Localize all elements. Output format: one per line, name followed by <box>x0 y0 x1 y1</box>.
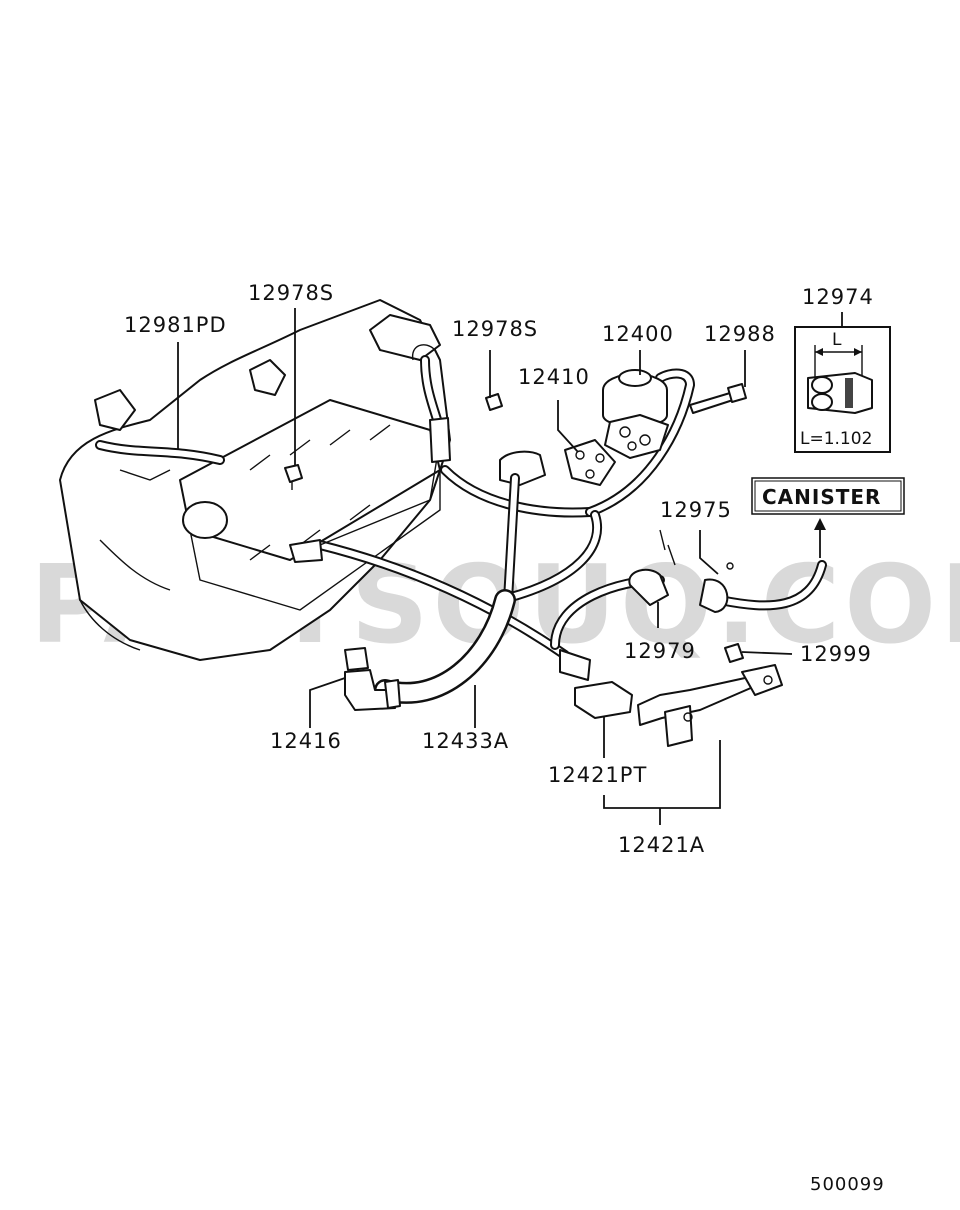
callout-12421PT: 12421PT <box>548 763 647 787</box>
callout-12433A: 12433A <box>422 729 509 753</box>
bolt-12988-part <box>689 383 747 414</box>
canister-arrow <box>814 518 826 558</box>
callout-12974: 12974 <box>802 285 874 309</box>
clip-12978S-b-part <box>485 393 503 411</box>
callout-12988: 12988 <box>704 322 776 346</box>
callout-12975: 12975 <box>660 498 732 522</box>
fitting-12416-part <box>344 647 401 711</box>
egr-valve-12400-part <box>602 369 669 459</box>
callout-12978S-left: 12978S <box>248 281 334 305</box>
callout-12981PD: 12981PD <box>124 313 227 337</box>
diagram-code: 500099 <box>810 1174 885 1195</box>
inset-dimension-value: L=1.102 <box>800 429 872 449</box>
vacuum-hoses <box>95 344 827 660</box>
engine-block <box>59 299 546 661</box>
canister-box <box>751 477 905 515</box>
solenoid-valve-12421A-part <box>559 649 783 747</box>
leader-lines <box>177 308 843 825</box>
nut-12999-part <box>724 643 744 663</box>
canister-label: CANISTER <box>762 485 881 509</box>
callout-12410: 12410 <box>518 365 590 389</box>
connector-detail-inset <box>794 326 891 453</box>
callout-12421A: 12421A <box>618 833 705 857</box>
callout-12999: 12999 <box>800 642 872 666</box>
callout-12978S-right: 12978S <box>452 317 538 341</box>
clip-12978S-a-part <box>284 464 303 490</box>
hose-clip-12979-part <box>628 529 734 613</box>
inset-dimension-label: L <box>832 330 842 350</box>
callout-12979: 12979 <box>624 639 696 663</box>
callout-12416: 12416 <box>270 729 342 753</box>
callout-12400: 12400 <box>602 322 674 346</box>
hose-12433A-part <box>374 589 516 704</box>
